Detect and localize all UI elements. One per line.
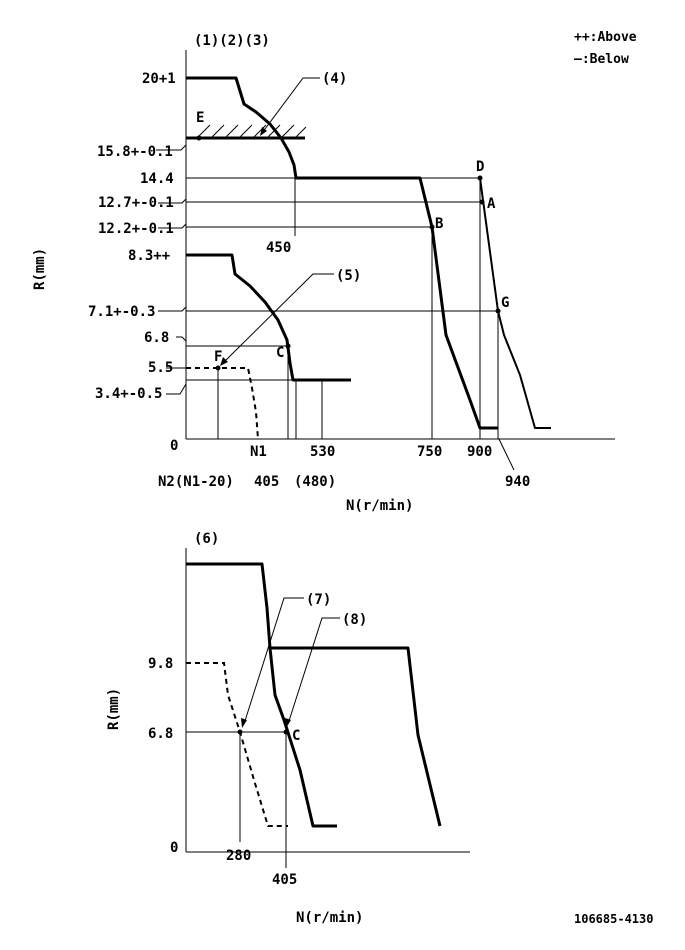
bottom-point-c: C	[292, 728, 300, 744]
bottom-y-label-9-8: 9.8	[148, 656, 173, 672]
y-label-14-4: 14.4	[140, 171, 174, 187]
top-y-axis-title: R(mm)	[32, 248, 48, 290]
top-header-refs: (1)(2)(3)	[194, 33, 270, 49]
stopper-hatch	[197, 124, 307, 138]
callout-5: (5)	[336, 268, 361, 284]
point-f: F	[214, 349, 222, 365]
y-label-3-4: 3.4+-0.5	[95, 386, 162, 402]
x-label-450: 450	[266, 240, 291, 256]
top-graph: (1)(2)(3) R(mm) N(r/min) 0 20+1 15.8+-0.…	[32, 33, 615, 514]
start-curve-dashed	[186, 367, 259, 440]
bottom-rack-curve	[186, 562, 337, 828]
point-g: G	[501, 295, 509, 311]
y-label-6-8: 6.8	[144, 330, 169, 346]
doc-id: 106685-4130	[574, 912, 653, 926]
callout-4: (4)	[322, 71, 347, 87]
callout-7: (7)	[306, 592, 331, 608]
bottom-origin: 0	[170, 840, 178, 856]
bottom-y-label-6-8: 6.8	[148, 726, 173, 742]
bottom-full-load-curve	[270, 646, 442, 827]
y-label-7-1: 7.1+-0.3	[88, 304, 155, 320]
high-speed-curve	[479, 177, 551, 429]
y-label-12-2: 12.2+-0.1	[98, 221, 174, 237]
bottom-graph: (6) R(mm) N(r/min) 0 9.8 6.8 280 405 C (…	[106, 531, 470, 926]
legend-above: ++:Above	[574, 30, 637, 45]
x-label-900: 900	[467, 444, 492, 460]
callout-8: (8)	[342, 612, 367, 628]
legend-below: —:Below	[574, 52, 629, 67]
point-a: A	[487, 196, 496, 212]
y-label-8-3: 8.3++	[128, 248, 170, 264]
y-label-12-7: 12.7+-0.1	[98, 195, 174, 211]
point-c: C	[276, 345, 284, 361]
x-label-940: 940	[505, 474, 530, 490]
x-label-405: 405	[254, 474, 279, 490]
point-e: E	[196, 110, 204, 126]
y-label-5-5: 5.5	[148, 360, 173, 376]
full-load-curve	[186, 76, 498, 430]
top-origin: 0	[170, 438, 178, 454]
y-label-20: 20+1	[142, 71, 176, 87]
bottom-x-label-280: 280	[226, 848, 251, 864]
x-label-530: 530	[310, 444, 335, 460]
point-b: B	[435, 216, 443, 232]
idle-curve	[186, 253, 351, 382]
y-label-15-8: 15.8+-0.1	[97, 144, 173, 160]
x-label-n1: N1	[250, 444, 267, 460]
bottom-x-label-405: 405	[272, 872, 297, 888]
bottom-header-ref: (6)	[194, 531, 219, 547]
point-d: D	[476, 159, 484, 175]
bottom-x-axis-title: N(r/min)	[296, 910, 363, 926]
x-label-n2: N2(N1-20)	[158, 474, 234, 490]
x-label-750: 750	[417, 444, 442, 460]
bottom-y-axis-title: R(mm)	[106, 688, 122, 730]
top-x-axis-title: N(r/min)	[346, 498, 413, 514]
x-label-480: (480)	[294, 474, 336, 490]
